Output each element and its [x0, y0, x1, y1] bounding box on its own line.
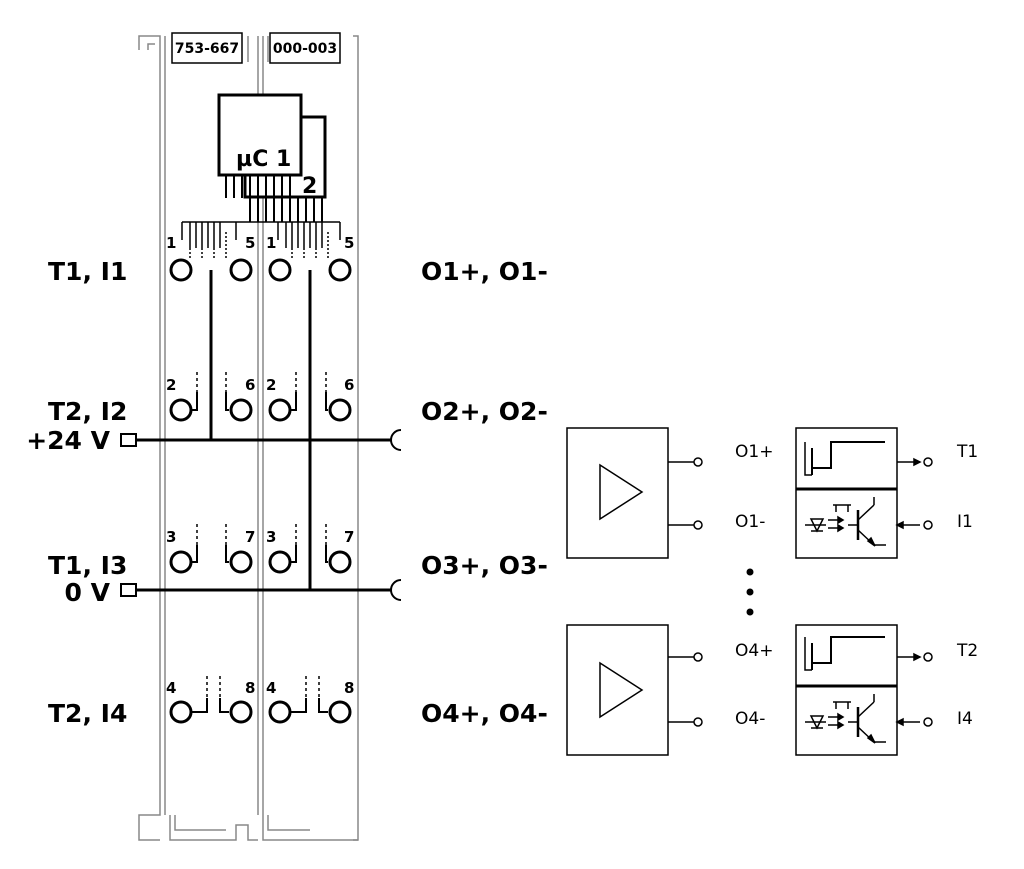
schematic-label-i4: I4 — [957, 709, 973, 729]
left-label-row-2: T2, I2 — [48, 397, 127, 426]
pin-number: 7 — [245, 528, 255, 546]
pin-number: 6 — [344, 376, 354, 394]
left-label-row-1: T1, I1 — [48, 257, 127, 286]
left-label-row-3: T1, I3 — [48, 551, 127, 580]
amplifier-block-1 — [566, 427, 703, 559]
supply-24v-connector — [120, 429, 402, 451]
schematic-label-o4-plus: O4+ — [735, 641, 773, 661]
internal-bus — [137, 270, 392, 592]
pin-number: 8 — [245, 679, 255, 697]
continuation-dots — [746, 568, 754, 616]
terminal-row-1 — [169, 258, 352, 282]
right-label-row-2: O2+, O2- — [421, 397, 548, 426]
pin-number: 7 — [344, 528, 354, 546]
schematic-label-i1: I1 — [957, 512, 973, 532]
terminal-row-2 — [169, 372, 352, 422]
pin-number: 2 — [166, 376, 176, 394]
right-label-row-4: O4+, O4- — [421, 699, 548, 728]
amplifier-block-2 — [566, 624, 703, 756]
pin-number: 4 — [266, 679, 276, 697]
pin-number: 2 — [266, 376, 276, 394]
supply-0v-connector — [120, 579, 402, 601]
pin-number: 4 — [166, 679, 176, 697]
svg-text:µC 1: µC 1 — [236, 147, 291, 172]
schematic-label-t2: T2 — [956, 641, 978, 661]
left-label-row-4: T2, I4 — [48, 699, 127, 728]
module-code-tag: 000-003 — [269, 32, 341, 64]
right-label-row-3: O3+, O3- — [421, 551, 548, 580]
pin-number: 5 — [344, 234, 354, 252]
input-block-2 — [795, 624, 933, 756]
svg-text:753-667: 753-667 — [175, 41, 239, 57]
pin-number: 3 — [266, 528, 276, 546]
svg-text:000-003: 000-003 — [273, 41, 337, 57]
supply-label-24v: +24 V — [26, 426, 110, 455]
terminal-row-4 — [169, 676, 352, 724]
schematic-label-o1-minus: O1- — [735, 512, 765, 532]
pin-number: 3 — [166, 528, 176, 546]
microcontroller-chip-1: µC 1 — [217, 93, 303, 198]
schematic-label-t1: T1 — [956, 442, 978, 462]
supply-label-0v: 0 V — [65, 578, 111, 607]
pin-number: 5 — [245, 234, 255, 252]
pin-number: 1 — [266, 234, 276, 252]
schematic-label-o4-minus: O4- — [735, 709, 765, 729]
pin-number: 6 — [245, 376, 255, 394]
right-label-row-1: O1+, O1- — [421, 257, 548, 286]
part-number-tag: 753-667 — [171, 32, 243, 64]
schematic-label-o1-plus: O1+ — [735, 442, 773, 462]
pin-number: 8 — [344, 679, 354, 697]
input-block-1 — [795, 427, 933, 559]
terminal-row-3 — [169, 524, 352, 574]
pin-number: 1 — [166, 234, 176, 252]
svg-text:2: 2 — [302, 174, 317, 199]
mcu-wiring — [181, 221, 341, 258]
